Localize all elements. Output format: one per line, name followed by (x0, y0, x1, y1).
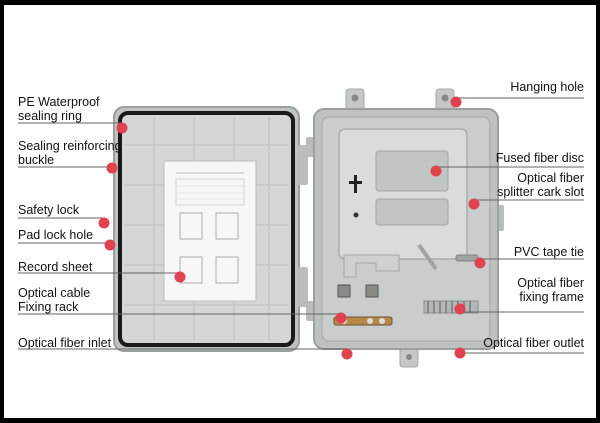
pvc-tie-anchor (455, 254, 479, 262)
label-splitter-slot: Optical fiber splitter cark slot (497, 171, 584, 199)
enclosure-base (306, 88, 504, 368)
marker-splitter-slot (468, 198, 480, 210)
label-fiber-fixing-frame: Optical fiber fixing frame (517, 276, 584, 304)
marker-hanging-hole (450, 96, 462, 108)
marker-sealing-buckle (106, 162, 118, 174)
label-sealing-buckle: Sealing reinforcing buckle (18, 139, 122, 167)
label-safety-lock: Safety lock (18, 203, 80, 217)
marker-cable-rack (335, 312, 347, 324)
label-pad-lock-hole: Pad lock hole (18, 228, 94, 242)
label-record-sheet: Record sheet (18, 260, 93, 274)
callout-markers (98, 96, 486, 360)
marker-pvc-tie (474, 257, 486, 269)
marker-fiber-outlet (454, 347, 466, 359)
leader-lines (18, 97, 584, 354)
marker-fixing-frame (454, 303, 466, 315)
marker-pad-lock-hole (104, 239, 116, 251)
cable-fixing-rack (333, 284, 393, 326)
label-hanging-hole: Hanging hole (510, 80, 584, 94)
enclosure-door (113, 106, 308, 352)
marker-fused-disc (430, 165, 442, 177)
label-optical-fiber-inlet: Optical fiber inlet (18, 336, 112, 350)
label-fused-fiber-disc: Fused fiber disc (495, 151, 584, 165)
marker-safety-lock (98, 217, 110, 229)
label-optical-cable-rack: Optical cable Fixing rack (18, 286, 91, 314)
marker-pe-waterproof (116, 122, 128, 134)
fiber-fixing-comb (423, 300, 479, 314)
enclosure-illustration (18, 88, 584, 368)
marker-record-sheet (174, 271, 186, 283)
label-optical-fiber-outlet: Optical fiber outlet (483, 336, 584, 350)
label-pvc-tape-tie: PVC tape tie (513, 245, 584, 259)
label-pe-waterproof: PE Waterproof sealing ring (18, 95, 100, 123)
fused-fiber-disc-tray (338, 128, 468, 278)
product-diagram: PE Waterproof sealing ring Sealing reinf… (4, 5, 596, 418)
marker-fiber-inlet (341, 348, 353, 360)
